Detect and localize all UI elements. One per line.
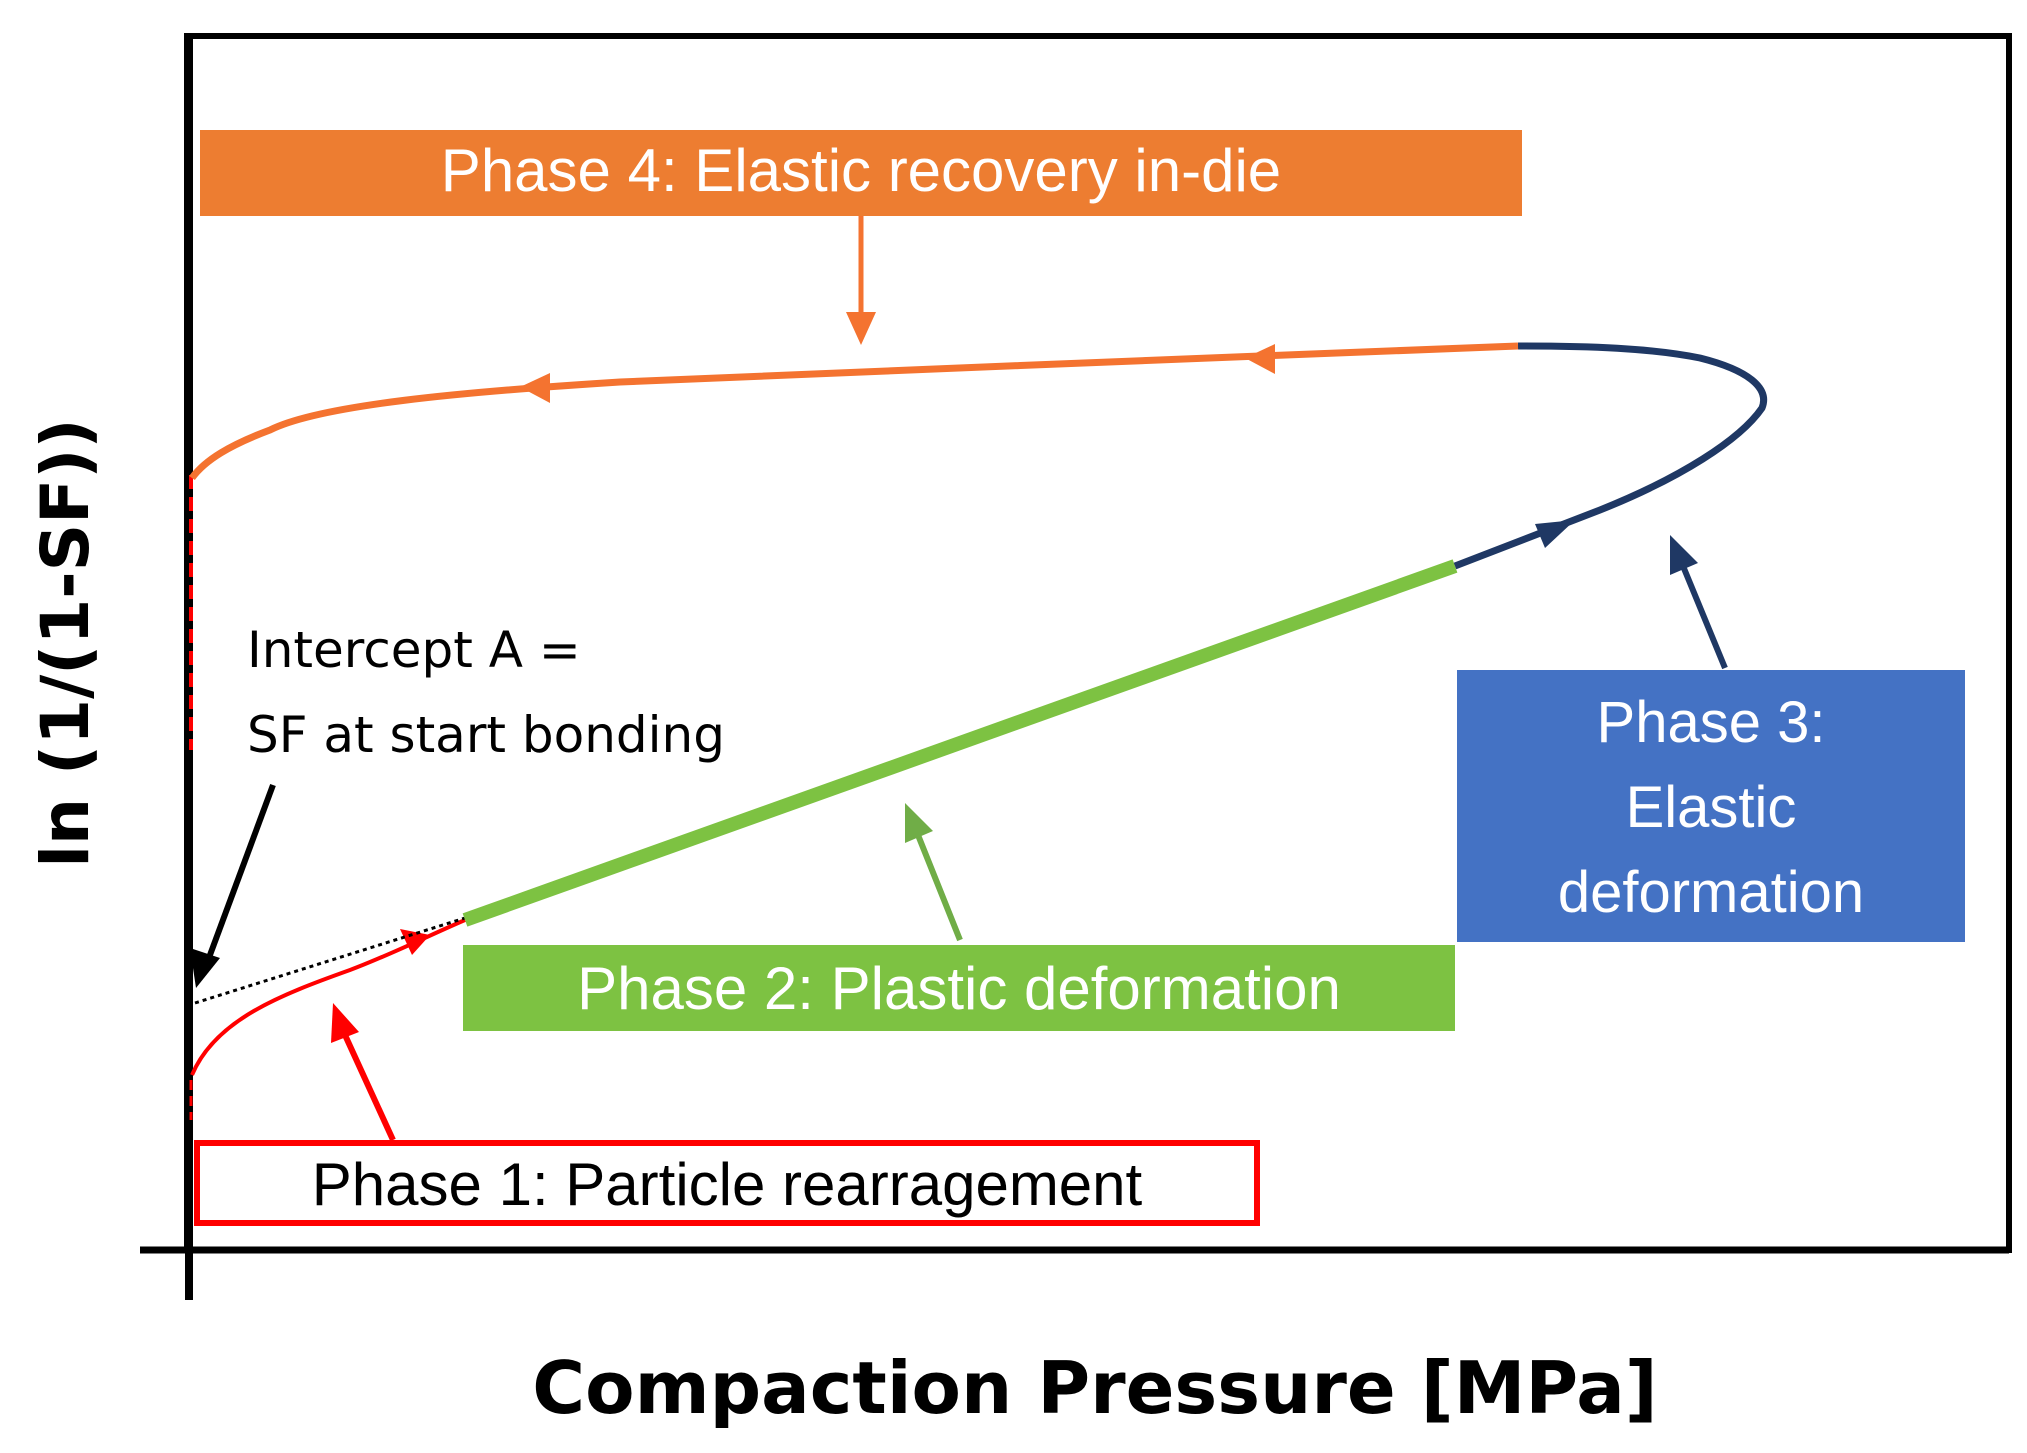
phase3-label-line1: Phase 3:: [1597, 690, 1826, 755]
phase1-pointer-arrow-icon: [331, 1003, 359, 1043]
phase4-curve-arrow-icon: [520, 373, 550, 403]
phase4-pointer-arrow-icon: [846, 312, 876, 345]
phase3-curve: [1453, 342, 1768, 570]
phase2-line: [462, 559, 1458, 927]
extrapolation-line: [194, 916, 466, 1005]
intercept-annotation-line2: SF at start bonding: [247, 706, 725, 764]
phase4-label: Phase 4: Elastic recovery in-die: [441, 137, 1281, 204]
phase1-curve: [190, 918, 466, 1076]
phase3-pointer: [1680, 564, 1728, 670]
phase1-curve-arrow-icon: [400, 929, 430, 955]
intercept-pointer-arrow-icon: [190, 948, 220, 988]
y-axis-label: ln (1/(1-SF)): [27, 418, 104, 867]
phase2-pointer: [915, 833, 963, 942]
phase1-label-box: [194, 1140, 1260, 1226]
phase3-label-line3: deformation: [1558, 860, 1864, 925]
phase4-label-box: [200, 130, 1522, 216]
phase3-curve-arrow-icon: [1535, 520, 1575, 548]
phase2-label: Phase 2: Plastic deformation: [577, 955, 1341, 1022]
phase2-pointer-arrow-icon: [905, 803, 933, 843]
x-axis-label: Compaction Pressure [MPa]: [532, 1346, 1657, 1430]
phase3-label-box: [1457, 670, 1965, 942]
phase4-curve-arrow-icon: [1245, 344, 1275, 374]
intercept-pointer: [207, 783, 276, 957]
phase3-label-line2: Elastic: [1626, 775, 1797, 840]
phase4-curve: [189, 342, 1519, 481]
phase1-pointer: [342, 1033, 396, 1142]
intercept-annotation-line1: Intercept A =: [247, 621, 581, 679]
phase3-pointer-arrow-icon: [1670, 535, 1698, 575]
phase2-label-box: [463, 945, 1455, 1031]
phase1-label: Phase 1: Particle rearragement: [312, 1151, 1143, 1218]
